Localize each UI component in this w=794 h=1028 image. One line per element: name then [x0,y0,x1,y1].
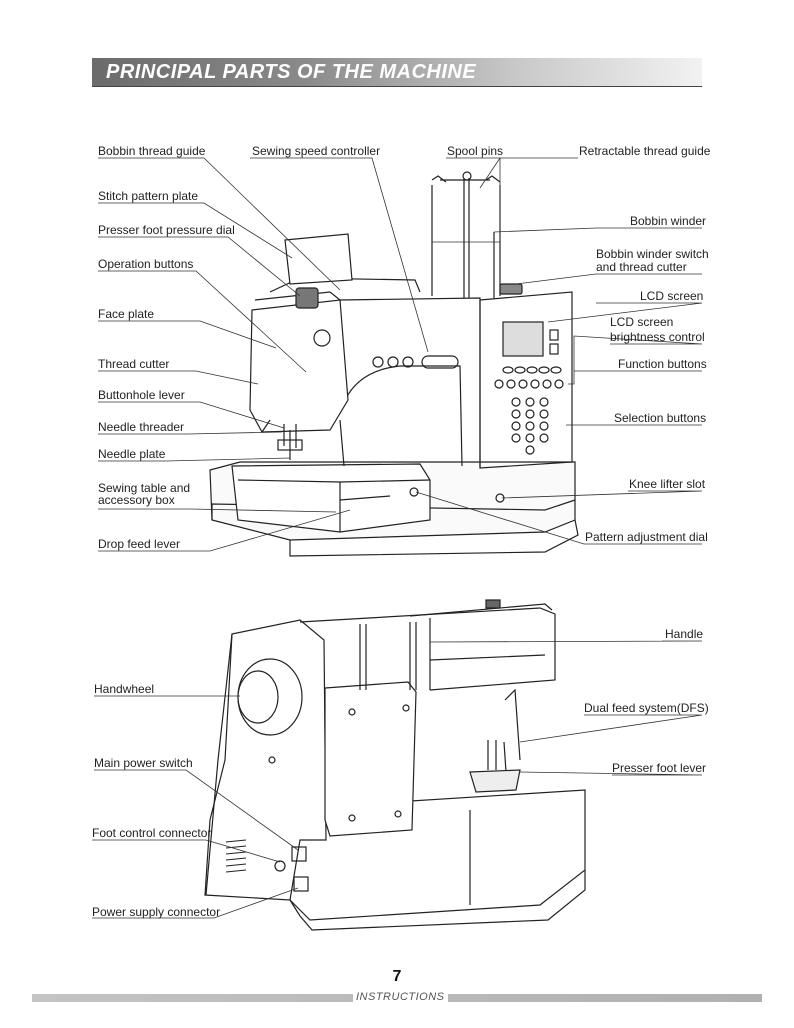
back-view-machine [204,599,586,931]
label-handle: Handle [665,627,704,641]
label-bobbin-winder-switch-2: and thread cutter [596,260,687,274]
label-buttonhole-lever: Buttonhole lever [98,388,185,402]
label-power-supply-connector: Power supply connector [92,905,221,919]
label-thread-cutter: Thread cutter [98,357,170,371]
front-leader-lines [98,157,703,552]
label-stitch-pattern-plate: Stitch pattern plate [98,189,199,203]
selection-keypad [511,397,549,455]
label-foot-control-connector: Foot control connector [92,826,212,840]
page-number: 7 [392,968,402,985]
label-drop-feed-lever: Drop feed lever [98,537,181,551]
label-lcd-brightness-1: LCD screen [610,315,674,329]
label-presser-foot-pressure-dial: Presser foot pressure dial [98,223,235,237]
label-face-plate: Face plate [98,307,155,321]
label-bobbin-winder: Bobbin winder [630,214,707,228]
label-main-power-switch: Main power switch [94,756,193,770]
label-needle-plate: Needle plate [98,447,166,461]
label-knee-lifter-slot: Knee lifter slot [629,477,706,491]
back-leader-lines [92,640,703,919]
label-dual-feed-system: Dual feed system(DFS) [584,701,709,715]
label-retractable-thread-guide: Retractable thread guide [579,144,711,158]
label-bobbin-thread-guide: Bobbin thread guide [98,144,206,158]
label-function-buttons: Function buttons [618,357,707,371]
label-lcd-brightness-2: brightness control [610,330,705,344]
label-pattern-adjustment-dial: Pattern adjustment dial [585,530,708,544]
label-operation-buttons: Operation buttons [98,257,194,271]
label-sewing-table-2: accessory box [98,493,175,507]
label-lcd-screen: LCD screen [640,289,704,303]
label-sewing-table-1: Sewing table and [98,481,191,495]
footer-section-label: INSTRUCTIONS [353,991,448,1003]
function-button-row [494,366,564,389]
label-selection-buttons: Selection buttons [614,411,707,425]
label-sewing-speed-controller: Sewing speed controller [252,144,381,158]
label-presser-foot-lever: Presser foot lever [612,761,707,775]
label-spool-pins: Spool pins [447,144,504,158]
section-header-bar: PRINCIPAL PARTS OF THE MACHINE [92,58,702,87]
label-needle-threader: Needle threader [98,420,185,434]
label-handwheel: Handwheel [94,682,155,696]
page-title: PRINCIPAL PARTS OF THE MACHINE [106,61,477,83]
front-view-machine [209,171,579,557]
label-bobbin-winder-switch-1: Bobbin winder switch [596,247,709,261]
